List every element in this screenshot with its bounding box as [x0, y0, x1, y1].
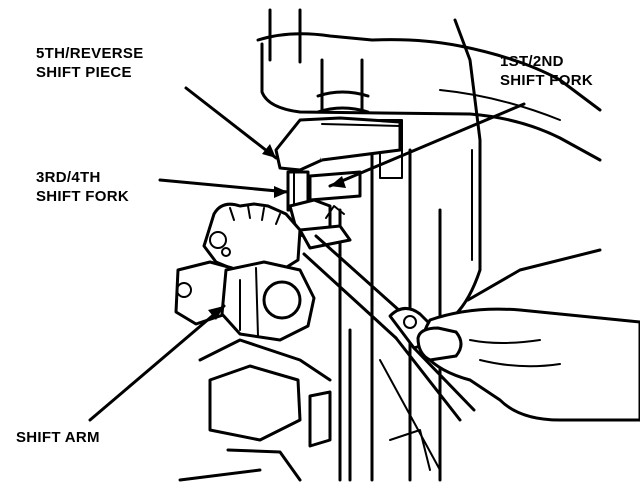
label-fifth-reverse-line2: SHIFT PIECE: [36, 64, 132, 81]
shift-arm-arrowhead: [208, 306, 224, 320]
fifth-reverse-shift-piece: [274, 116, 402, 172]
label-first-second-line2: SHIFT FORK: [500, 72, 593, 89]
label-first-second-shift-fork: 1ST/2ND SHIFT FORK: [500, 52, 593, 90]
shift-arm-leader: [88, 304, 226, 422]
label-third-fourth-line2: SHIFT FORK: [36, 188, 129, 205]
label-third-fourth-shift-fork: 3RD/4TH SHIFT FORK: [36, 168, 129, 206]
label-third-fourth-line1: 3RD/4TH: [36, 169, 101, 186]
label-fifth-reverse-line1: 5TH/REVERSE: [36, 45, 144, 62]
first-second-arrowhead: [330, 176, 346, 188]
hand: [416, 307, 640, 422]
label-shift-arm-text: SHIFT ARM: [16, 429, 100, 446]
third-fourth-arrowhead: [274, 186, 288, 198]
lower-housing: [178, 338, 431, 482]
fifth-reverse-leader: [184, 86, 278, 160]
shift-arm-assembly: [174, 202, 352, 342]
label-fifth-reverse-shift-piece: 5TH/REVERSE SHIFT PIECE: [36, 44, 144, 82]
first-second-leader: [328, 102, 526, 188]
leader-lines: [88, 86, 526, 422]
fifth-reverse-arrowhead: [262, 144, 276, 158]
third-fourth-leader: [158, 178, 290, 194]
label-first-second-line1: 1ST/2ND: [500, 53, 564, 70]
label-shift-arm: SHIFT ARM: [16, 428, 100, 447]
housing-outline: [256, 18, 602, 317]
